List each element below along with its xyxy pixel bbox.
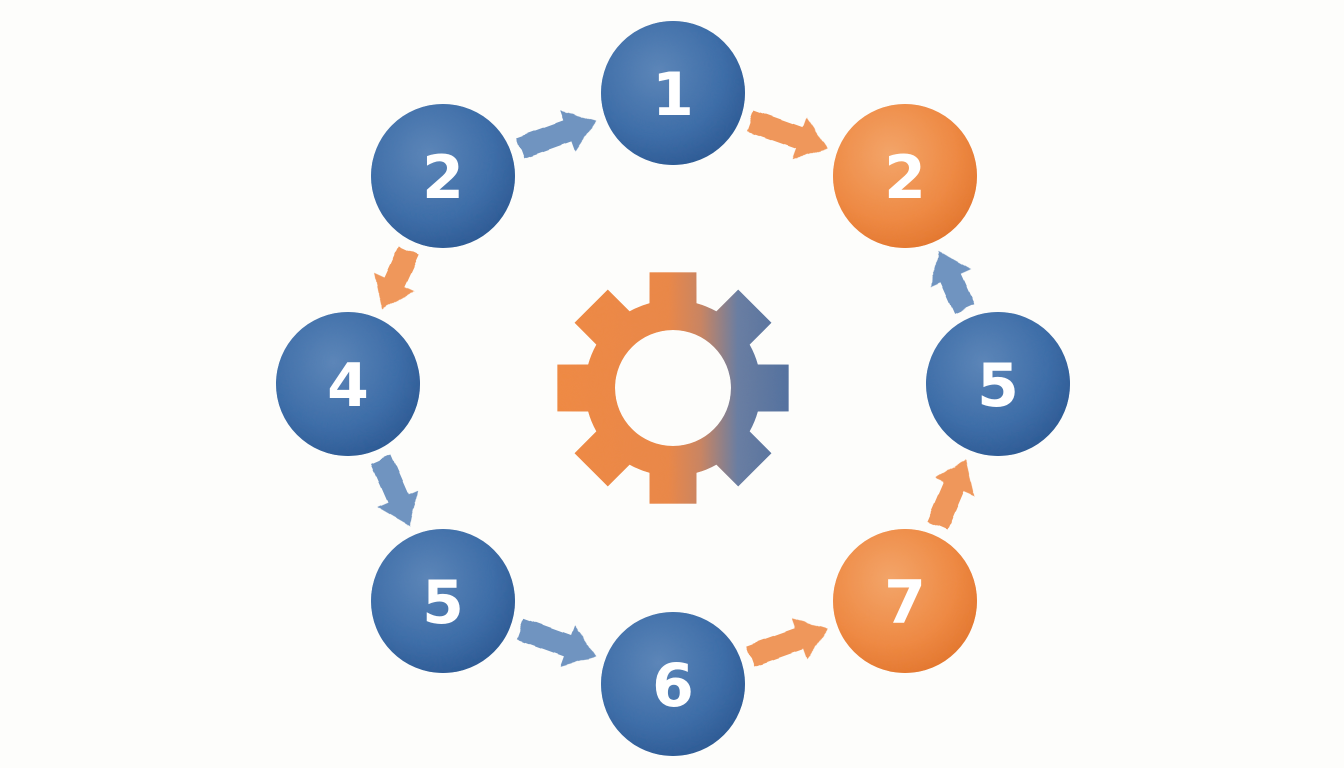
flow-arrow — [746, 110, 828, 159]
step-node-circle — [601, 21, 745, 165]
step-node-label: 1 — [652, 60, 694, 130]
step-node: 7 — [833, 529, 977, 673]
step-node: 2 — [833, 104, 977, 248]
flow-arrow — [374, 246, 419, 310]
step-node-label: 5 — [422, 568, 464, 638]
step-node-label: 4 — [327, 351, 369, 421]
step-node-circle — [601, 612, 745, 756]
step-node-circle — [276, 312, 420, 456]
step-node: 6 — [601, 612, 745, 756]
step-node-circle — [833, 529, 977, 673]
step-node-label: 5 — [977, 351, 1019, 421]
step-node-label: 2 — [422, 143, 464, 213]
gear-shape — [557, 272, 789, 504]
step-node: 5 — [926, 312, 1070, 456]
flow-arrow — [930, 250, 975, 314]
flow-arrow — [516, 110, 596, 159]
flow-arrow — [927, 459, 975, 530]
step-node-label: 7 — [884, 568, 926, 638]
step-node-label: 2 — [884, 143, 926, 213]
step-node-circle — [371, 104, 515, 248]
nodes-layer: 1 2 2 4 5 5 7 6 — [276, 21, 1070, 756]
arrows-layer — [370, 110, 975, 667]
step-node-circle — [926, 312, 1070, 456]
gear-icon — [557, 272, 789, 504]
step-node-circle — [833, 104, 977, 248]
step-node: 5 — [371, 529, 515, 673]
step-node: 2 — [371, 104, 515, 248]
step-node: 4 — [276, 312, 420, 456]
flow-arrow — [370, 454, 419, 526]
step-node: 1 — [601, 21, 745, 165]
flow-arrow — [746, 618, 828, 667]
flow-arrow — [516, 618, 596, 667]
step-node-circle — [371, 529, 515, 673]
step-node-label: 6 — [652, 651, 694, 721]
